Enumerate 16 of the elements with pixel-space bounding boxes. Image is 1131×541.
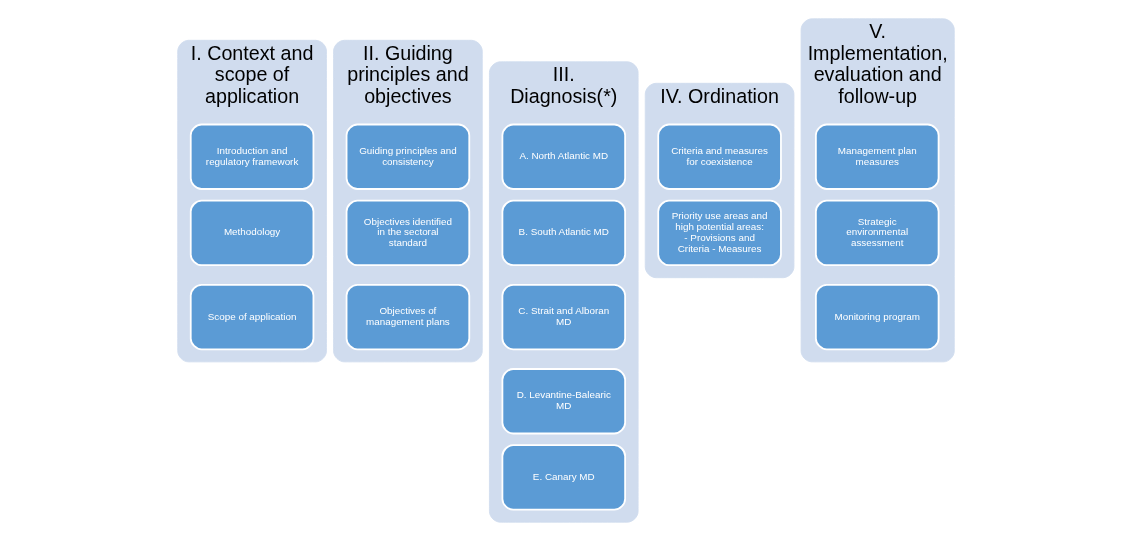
node-box: Monitoring program: [814, 283, 939, 351]
node-box: C. Strait and Alboran MD: [501, 283, 626, 351]
node-box: Introduction and regulatory framework: [189, 123, 314, 190]
node-box: Objectives identified in the sectoral standard: [345, 199, 470, 267]
node-box: Strategic environmental assessment: [814, 199, 939, 267]
node-box: Management plan measures: [814, 123, 939, 190]
node-box: D. Levantine-Balearic MD: [501, 368, 626, 435]
node-box: Objectives of management plans: [345, 283, 470, 351]
node-box: Criteria and measures for coexistence: [656, 123, 782, 190]
node-box: A. North Atlantic MD: [501, 123, 626, 190]
node-box: Guiding principles and consistency: [345, 123, 470, 190]
node-box: Methodology: [189, 199, 314, 267]
node-box: Priority use areas and high potential areas: - Provisions and Criteria - Measures: [656, 199, 782, 267]
node-box: B. South Atlantic MD: [501, 199, 626, 267]
node-box: E. Canary MD: [501, 444, 626, 511]
node-box: Scope of application: [189, 283, 314, 351]
